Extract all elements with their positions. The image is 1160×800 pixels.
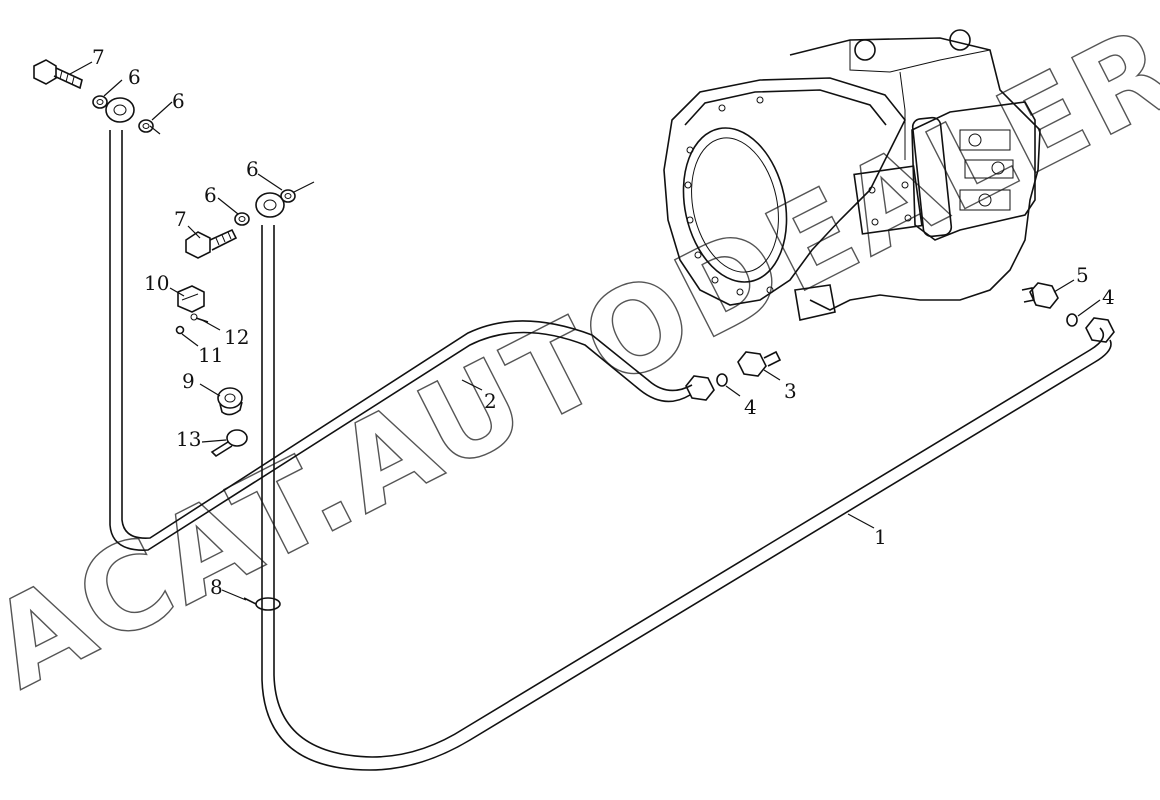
callout-6-mid-b: 6 xyxy=(246,157,259,181)
callout-2: 2 xyxy=(484,389,497,413)
banjo-fitting-right xyxy=(255,192,285,218)
nut-11 xyxy=(175,325,185,335)
lifting-eye-right xyxy=(949,29,971,51)
banjo-bolt-middle xyxy=(185,228,238,259)
bracket-10 xyxy=(177,285,205,313)
pipe-1 xyxy=(261,225,1112,771)
pipe-2 xyxy=(109,130,693,551)
washer-6-b xyxy=(138,119,154,133)
transmission-housing xyxy=(663,29,1041,321)
callout-13: 13 xyxy=(176,427,201,451)
grommet-9 xyxy=(217,387,243,416)
pipe-nut-right xyxy=(1085,317,1115,343)
lifting-eye-left xyxy=(854,39,876,61)
clamp-13 xyxy=(210,429,248,458)
screw-12 xyxy=(190,313,209,323)
callout-7-mid: 7 xyxy=(174,207,187,231)
adapter-fitting-5 xyxy=(1021,282,1059,309)
callout-3: 3 xyxy=(784,379,797,403)
pipe-nut-left xyxy=(685,375,715,401)
callout-1: 1 xyxy=(874,525,887,549)
banjo-bolt-top xyxy=(33,59,83,90)
o-ring-4-right xyxy=(1066,313,1078,327)
callout-6-top-b: 6 xyxy=(172,89,185,113)
leader-lines xyxy=(69,61,1101,601)
callout-4-right: 4 xyxy=(1102,285,1115,309)
callout-6-mid-a: 6 xyxy=(204,183,217,207)
washer-6-a xyxy=(92,95,108,109)
control-valve-block xyxy=(911,101,1036,241)
adapter-fitting-3 xyxy=(737,350,782,377)
callouts: 7 6 6 6 6 7 10 12 11 9 13 2 4 3 5 4 1 8 xyxy=(92,45,1115,599)
callout-4-left: 4 xyxy=(744,395,757,419)
callout-8: 8 xyxy=(210,575,223,599)
pipe-clamp-8 xyxy=(243,597,281,611)
callout-6-top-a: 6 xyxy=(128,65,141,89)
o-ring-4-left xyxy=(716,373,728,387)
callout-7-top: 7 xyxy=(92,45,105,69)
flange-bolts xyxy=(684,96,774,296)
washer-6-d xyxy=(280,189,296,203)
callout-5: 5 xyxy=(1076,263,1089,287)
callout-12: 12 xyxy=(224,325,249,349)
washer-6-c xyxy=(234,212,250,226)
callout-10: 10 xyxy=(144,271,169,295)
callout-11: 11 xyxy=(198,343,223,367)
banjo-fitting-left xyxy=(105,97,135,123)
callout-9: 9 xyxy=(182,369,195,393)
